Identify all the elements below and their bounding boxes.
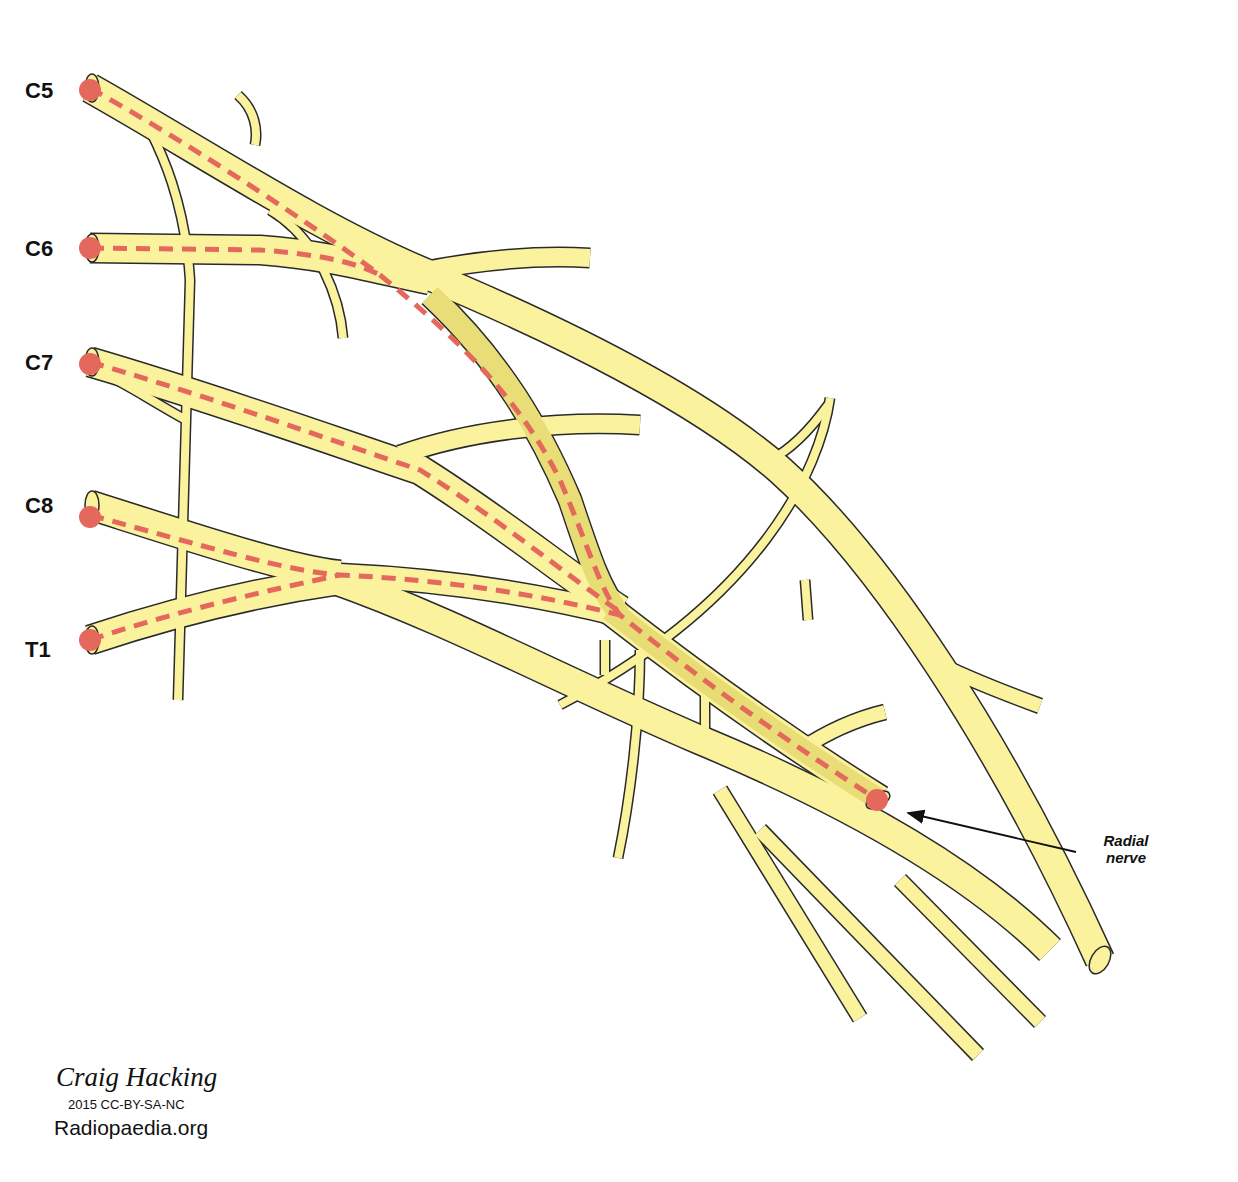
leader-arrow [908, 813, 1076, 852]
license-note: 2015 CC-BY-SA-NC [68, 1098, 185, 1113]
nerve-label: Radial nerve [1091, 832, 1161, 867]
source-credit: Radiopaedia.org [54, 1116, 208, 1140]
root-label: C8 [25, 493, 53, 518]
root-label: T1 [25, 637, 51, 662]
root-label: C5 [25, 78, 53, 103]
root-label: C7 [25, 350, 53, 375]
root-label: C6 [25, 236, 53, 261]
author-credit: Craig Hacking [56, 1062, 217, 1093]
